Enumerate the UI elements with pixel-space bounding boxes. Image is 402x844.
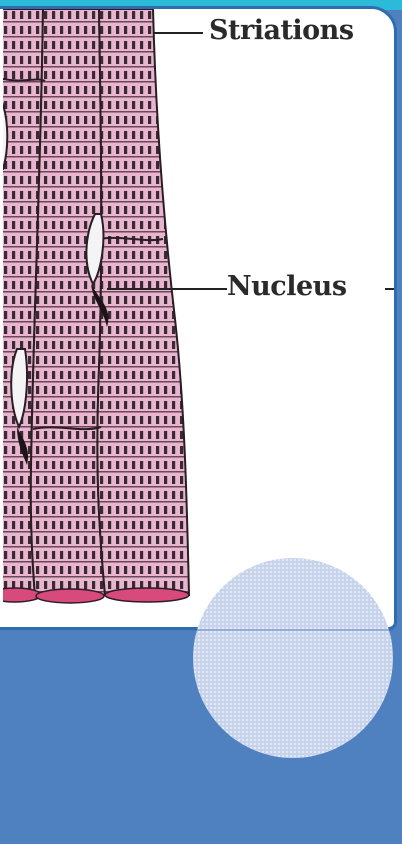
fiber-end [3, 588, 41, 602]
fiber-end [105, 588, 189, 602]
label-striations: Striations [209, 15, 354, 46]
fiber-end [36, 589, 104, 603]
decorative-circle [193, 558, 393, 758]
label-nucleus: Nucleus [227, 271, 347, 302]
diagram-card: Striations Nucleus [0, 6, 397, 630]
circle-divider [193, 629, 393, 631]
muscle-fiber-right [97, 9, 189, 595]
muscle-fiber-middle [31, 9, 105, 597]
cardiac-muscle-diagram [3, 9, 397, 629]
intercalated-disc [3, 79, 45, 81]
